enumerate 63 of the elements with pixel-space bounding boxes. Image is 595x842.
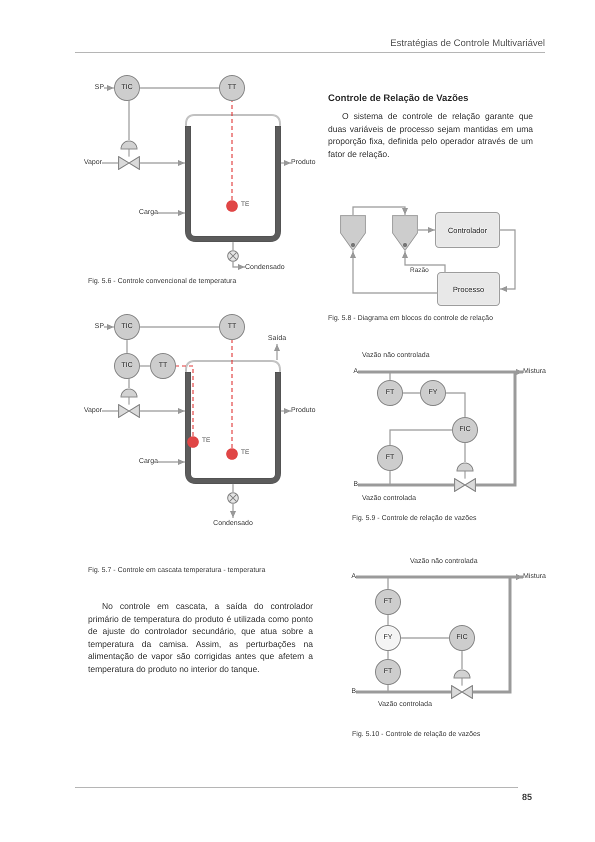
arrow — [350, 251, 437, 294]
connector-line — [389, 372, 391, 380]
sensor-icon — [226, 200, 238, 212]
connector-line — [387, 685, 389, 692]
dashed-signal-line — [231, 340, 233, 448]
jacketed-tank — [185, 360, 281, 484]
connector-line — [140, 326, 219, 328]
triangle-symbol — [392, 215, 418, 251]
valve-icon — [118, 140, 140, 170]
body-paragraph: O sistema de controle de relação garante que duas variáveis de processo sejam mantidas em uma proporção fixa, definida pelo operador através de um fator de relação. — [328, 110, 533, 160]
connector-line — [403, 392, 420, 394]
connector-line — [461, 651, 463, 669]
arrow — [230, 504, 236, 518]
page-number: 85 — [522, 792, 532, 802]
sensor-icon — [187, 436, 199, 448]
connector-line — [102, 410, 118, 412]
arrow — [104, 324, 114, 330]
arrow — [281, 160, 291, 166]
connector-line — [102, 162, 118, 164]
valve-icon — [451, 669, 473, 699]
connector-line — [232, 484, 234, 492]
triangle-symbol — [340, 215, 366, 251]
arrow — [402, 251, 446, 272]
arrow — [232, 262, 245, 270]
arrow — [352, 206, 408, 215]
arrow — [274, 344, 280, 360]
connector-line — [389, 429, 452, 445]
arrow — [104, 85, 114, 91]
pipe-line — [356, 690, 451, 694]
flow-arrow — [473, 574, 523, 694]
valve-icon — [454, 462, 476, 492]
arrow — [500, 229, 516, 292]
section-heading: Controle de Relação de Vazões — [328, 93, 468, 104]
valve-icon — [118, 388, 140, 418]
connector-line — [387, 651, 389, 659]
arrow — [281, 408, 291, 414]
connector-line — [387, 577, 389, 589]
dashed-signal-line — [176, 365, 194, 436]
connector-line — [126, 340, 128, 353]
trap-icon — [227, 250, 239, 262]
connector-line — [140, 365, 150, 367]
arrow — [140, 408, 185, 414]
connector-line — [389, 471, 391, 485]
pipe-line — [358, 484, 454, 486]
connector-line — [387, 615, 389, 625]
arrow — [158, 210, 185, 216]
flow-arrow — [476, 369, 523, 486]
arrow — [418, 227, 435, 233]
sensor-icon — [226, 448, 238, 460]
connector-line — [128, 378, 130, 388]
trap-icon — [227, 492, 239, 504]
connector-line — [446, 392, 466, 417]
connector-line — [464, 443, 466, 462]
dashed-signal-line — [231, 101, 233, 200]
connector-line — [140, 87, 219, 89]
arrow — [158, 459, 185, 465]
connector-line — [401, 637, 449, 639]
arrow — [140, 160, 185, 166]
connector-line — [128, 100, 130, 140]
body-paragraph: No controle em cascata, a saída do controlador primário de temperatura do produto é utilizada como ponto de ajuste do controlador secundário, que atua sobre a temperatura da camisa. Assim, as perturbações na alimentação de vapor são corrigidas antes que afetem a temperatura do produto no interior do tanque. — [88, 600, 313, 675]
running-header: Estratégias de Controle Multivariável — [390, 38, 545, 49]
connector-line — [232, 242, 234, 250]
jacketed-tank — [185, 114, 281, 242]
